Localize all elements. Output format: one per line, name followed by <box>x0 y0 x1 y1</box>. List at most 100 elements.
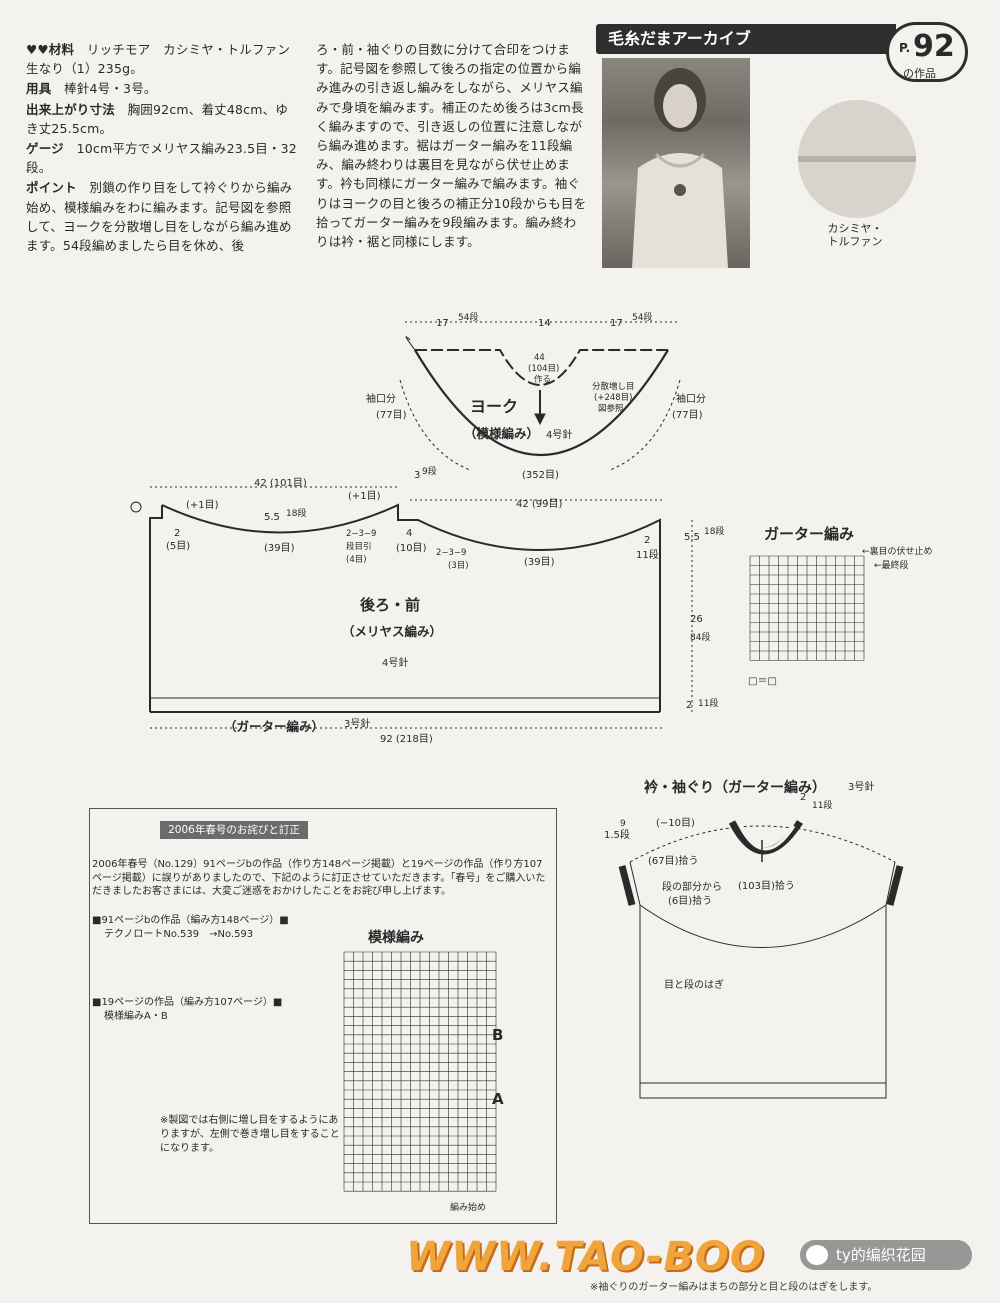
collar-title: 衿・袖ぐり（ガーター編み） <box>644 779 826 796</box>
yoke-arm-right-a: 袖口分 <box>676 392 706 405</box>
collar-d1b: 11段 <box>812 799 832 811</box>
yoke-arm-left-a: 袖口分 <box>366 392 396 405</box>
body-seq-b1: 2−3−9 <box>436 548 466 558</box>
body-10: (10目) <box>396 543 427 554</box>
yoke-dim-54b: 54段 <box>632 311 652 323</box>
collar-d6a: 段の部分から <box>662 880 722 893</box>
yoke-inc-a: 分散増し目 <box>592 381 635 392</box>
yoke-center-c: 作る <box>534 374 551 385</box>
yoke-needle: 4号針 <box>546 428 572 441</box>
yoke-inc-b: (+248目) <box>594 393 632 403</box>
size-line: 出来上がり寸法 胸囲92cm、着丈48cm、ゆき丈25.5cm。 <box>26 101 289 136</box>
notice-title: 2006年春号のお詫びと訂正 <box>160 821 308 839</box>
notice-note: ※製図では右側に増し目をするようにありますが、左側で巻き増し目をすることになりま… <box>160 1115 340 1154</box>
collar-d4: (67目)拾う <box>648 854 699 867</box>
body-needle: 4号針 <box>382 656 408 669</box>
yoke-dim-14: 14 <box>538 318 551 329</box>
point-line: ポイント 別鎖の作り目をして衿ぐりから編み始め、模様編みをわに編みます。記号図を… <box>26 180 293 254</box>
collar-needle: 3号針 <box>848 780 874 793</box>
right-2: 2 <box>686 700 692 711</box>
pattern-stitch-chart <box>343 951 497 1192</box>
yoke-labels: 17 54段 14 17 54段 44 (104目) 作る 分散増し目 (+24… <box>366 311 706 481</box>
yoke-arm-left-b: (77目) <box>376 410 407 421</box>
body-seq-a3: (4目) <box>346 555 367 565</box>
page-suffix: の作品 <box>903 67 936 80</box>
watermark-url: WWW.TAO-BOO <box>406 1234 765 1280</box>
yoke-dim-54a: 54段 <box>458 311 478 323</box>
materials-line: ♥♥材料 リッチモア カシミヤ・トルファン 生なり（1）235g。 <box>26 42 303 77</box>
collar-d2b: 1.5段 <box>604 828 630 841</box>
yoke-inc-c: 図参照 <box>598 403 624 414</box>
notice-body: 2006年春号（No.129）91ページbの作品（作り方148ページ掲載）と19… <box>92 859 546 897</box>
body-right-5: 11段 <box>636 548 659 561</box>
swatch-label: カシミヤ・ トルファン <box>820 222 890 248</box>
body-plus1b: (+1目) <box>348 491 381 502</box>
notice-item1-body: テクノロートNo.539 →No.593 <box>104 929 254 940</box>
collar-d7: 目と段のはぎ <box>664 978 724 991</box>
body-side-9: 9段 <box>422 465 437 477</box>
instructions-continued: ろ・前・袖ぐりの目数に分けて合印をつけます。記号図を参照して後ろの指定の位置から… <box>316 42 587 250</box>
body-bottom: 92 (218目) <box>380 734 433 745</box>
collar-d2a: 9 <box>620 819 626 829</box>
garter-stitch-chart <box>749 555 865 661</box>
collar-armhole-diagram <box>618 820 904 1099</box>
page-prefix: P. <box>899 41 911 55</box>
collar-labels: 衿・袖ぐり（ガーター編み） 3号針 2 11段 9 1.5段 (−10目) (6… <box>604 779 874 991</box>
body-subtitle: （メリヤス編み） <box>342 624 442 639</box>
garter-title: ガーター編み <box>764 525 854 543</box>
pattern-labels: 模様編み B A 編み始め <box>368 929 504 1213</box>
right-84: 84段 <box>690 631 710 643</box>
pattern-label-b: B <box>492 1026 503 1044</box>
notice-item2-head: ■19ページの作品（編み方107ページ）■ <box>92 997 283 1008</box>
notice-item2-body: 模様編みA・B <box>104 1011 168 1022</box>
correction-notice-box <box>89 808 557 1224</box>
instructions-mid: ろ・前・袖ぐりの目数に分けて合印をつけます。記号図を参照して後ろの指定の位置から… <box>316 40 588 252</box>
yoke-dim-17b: 17 <box>610 318 623 329</box>
body-top-left: 42 (101目) <box>254 478 307 489</box>
yoke-diagram <box>399 321 681 471</box>
body-seq-b2: (3目) <box>448 561 469 571</box>
body-39b: (39目) <box>524 557 555 568</box>
page-number: 92 <box>913 29 955 64</box>
body-55: 5.5 <box>264 512 280 523</box>
right-11: 11段 <box>698 697 718 709</box>
archive-title: 毛糸だまアーカイブ <box>596 24 896 54</box>
right-26: 26 <box>690 614 703 625</box>
yoke-center-a: 44 <box>534 353 545 363</box>
yoke-dim-17a: 17 <box>436 318 449 329</box>
collar-d3: (−10目) <box>656 818 695 829</box>
tools-line: 用具 棒針4号・3号。 <box>26 81 157 97</box>
pattern-label-a: A <box>492 1090 504 1108</box>
body-garter-needle: 3号針 <box>344 717 370 730</box>
notice-item1-head: ■91ページbの作品（編み方148ページ）■ <box>92 915 289 926</box>
watermark-badge: ty的编织花园 <box>800 1240 972 1270</box>
wechat-icon <box>806 1245 828 1265</box>
body-side-3: 3 <box>414 470 420 481</box>
body-left-2: 2 <box>174 528 180 539</box>
pattern-start: 編み始め <box>450 1201 486 1213</box>
page-number-badge: P. 92 の作品 <box>886 22 968 82</box>
model-photo <box>602 58 750 268</box>
body-left-5: (5目) <box>166 541 190 552</box>
yoke-center-b: (104目) <box>528 364 559 374</box>
body-4: 4 <box>406 528 412 539</box>
swatch-label-line1: カシミヤ・ <box>827 222 883 235</box>
collar-d1a: 2 <box>800 792 806 803</box>
yoke-title: ヨーク <box>470 397 518 416</box>
body-labels: 42 (101目) 42 (99目) 3 9段 (+1目) (+1目) 2 (5… <box>166 465 724 745</box>
footnote: ※袖ぐりのガーター編みはまちの部分と目と段のはぎをします。 <box>590 1282 878 1293</box>
body-top-right: 42 (99目) <box>516 499 563 510</box>
body-18: 18段 <box>286 507 306 519</box>
body-right-2: 2 <box>644 535 650 546</box>
garter-note2: ←最終段 <box>874 559 909 571</box>
right-18: 18段 <box>704 525 724 537</box>
yoke-arm-right-b: (77目) <box>672 410 703 421</box>
yarn-swatch-image <box>798 100 916 218</box>
collar-d6b: (6目)拾う <box>668 894 712 907</box>
swatch-label-line2: トルファン <box>827 235 883 248</box>
gauge-line: ゲージ 10cm平方でメリヤス編み23.5目・32段。 <box>26 141 297 176</box>
body-seq-a2: 段目引 <box>346 541 372 552</box>
body-garter: （ガーター編み） <box>224 719 324 734</box>
